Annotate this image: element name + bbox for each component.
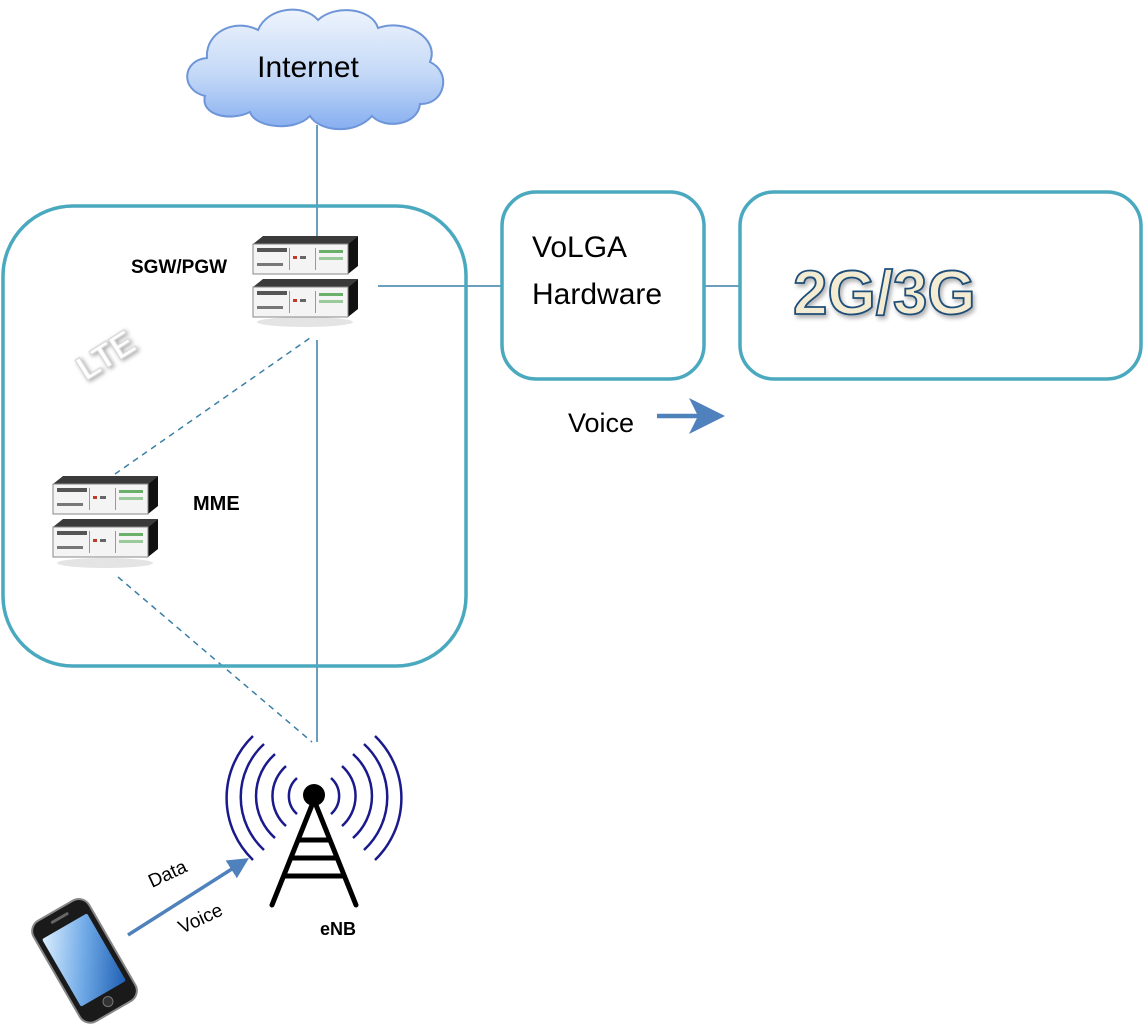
sgw-pgw-label: SGW/PGW xyxy=(131,257,227,278)
voice-flow-label: Voice xyxy=(568,408,634,438)
volga-hardware-box xyxy=(500,190,706,381)
mme-label: MME xyxy=(193,493,240,515)
legacy-network-box xyxy=(738,190,1143,381)
mme-to-enb-dashed-link xyxy=(117,576,313,743)
enb-label: eNB xyxy=(320,919,356,939)
internet-label: Internet xyxy=(257,51,359,84)
mme-server-icon xyxy=(52,475,159,568)
lte-label: LTE xyxy=(70,323,142,388)
phone-to-enb-arrow xyxy=(127,858,249,937)
volga-label-line1: VoLGA xyxy=(532,231,627,264)
legacy-network-label: 2G/3G xyxy=(793,259,976,328)
phone-voice-label: Voice xyxy=(175,900,226,939)
mme-to-gateway-dashed-link xyxy=(114,337,311,475)
lte-core-box xyxy=(1,204,468,668)
phone-data-label: Data xyxy=(145,856,191,892)
sgw-pgw-server-icon xyxy=(252,235,359,327)
volga-label-line2: Hardware xyxy=(532,278,662,311)
antenna-tower-icon xyxy=(225,735,403,908)
cloud-icon xyxy=(186,8,445,131)
smartphone-icon xyxy=(31,898,138,1024)
